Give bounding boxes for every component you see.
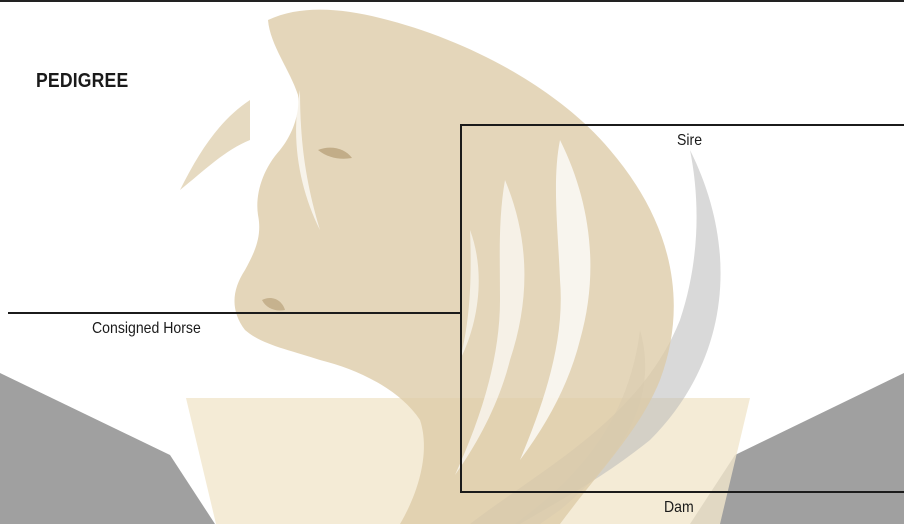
page-title: PEDIGREE — [36, 70, 128, 93]
bracket-vertical-line — [460, 124, 462, 493]
consigned-horse-line — [8, 312, 462, 314]
sire-label: Sire — [677, 132, 702, 150]
sire-line — [460, 124, 904, 126]
dam-line — [460, 491, 904, 493]
top-divider — [0, 0, 904, 2]
consigned-horse-label: Consigned Horse — [92, 320, 201, 338]
dam-label: Dam — [664, 499, 694, 517]
